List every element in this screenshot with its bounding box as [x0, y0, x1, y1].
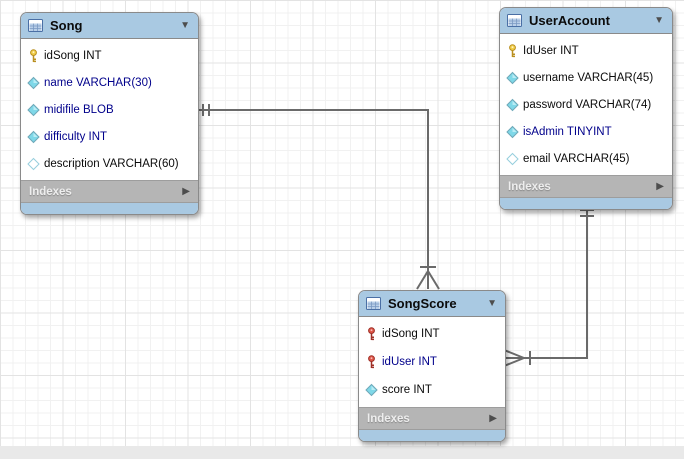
foreign-key-icon	[365, 327, 378, 341]
column-row[interactable]: idUser INT	[359, 348, 505, 376]
column-row[interactable]: IdUser INT	[500, 37, 672, 64]
notnull-diamond-icon	[506, 71, 519, 85]
table-icon	[28, 19, 43, 32]
table-title: UserAccount	[529, 13, 610, 28]
column-row[interactable]: password VARCHAR(74)	[500, 91, 672, 118]
column-row[interactable]: name VARCHAR(30)	[21, 69, 198, 96]
table-footer	[21, 202, 198, 214]
column-row[interactable]: idSong INT	[21, 42, 198, 69]
table-songscore-columns: idSong INT idUser INT score INT	[359, 317, 505, 407]
table-songscore[interactable]: SongScore ▼ idSong INT idUser INT score …	[358, 290, 506, 442]
indexes-bar[interactable]: Indexes ▶	[359, 407, 505, 429]
column-label: isAdmin TINYINT	[523, 125, 612, 138]
column-label: IdUser INT	[523, 44, 579, 57]
crow-foot-icon	[416, 270, 440, 290]
table-footer	[500, 197, 672, 209]
column-row[interactable]: username VARCHAR(45)	[500, 64, 672, 91]
table-song-header[interactable]: Song ▼	[21, 13, 198, 39]
column-label: name VARCHAR(30)	[44, 76, 152, 89]
expand-arrow-icon[interactable]: ▶	[656, 181, 664, 192]
table-title: Song	[50, 18, 83, 33]
table-songscore-header[interactable]: SongScore ▼	[359, 291, 505, 317]
notnull-diamond-icon	[27, 76, 40, 90]
column-row[interactable]: score INT	[359, 376, 505, 404]
expand-arrow-icon[interactable]: ▶	[489, 413, 497, 424]
table-useraccount-columns: IdUser INT username VARCHAR(45) password…	[500, 34, 672, 175]
column-row[interactable]: idSong INT	[359, 320, 505, 348]
nullable-diamond-icon	[506, 152, 519, 166]
collapse-arrow-icon[interactable]: ▼	[487, 298, 497, 309]
column-label: score INT	[382, 384, 432, 396]
indexes-label: Indexes	[367, 412, 410, 425]
column-label: idSong INT	[44, 49, 102, 62]
column-label: difficulty INT	[44, 130, 108, 143]
column-row[interactable]: description VARCHAR(60)	[21, 150, 198, 177]
collapse-arrow-icon[interactable]: ▼	[654, 15, 664, 26]
collapse-arrow-icon[interactable]: ▼	[180, 20, 190, 31]
table-useraccount-header[interactable]: UserAccount ▼	[500, 8, 672, 34]
indexes-label: Indexes	[508, 180, 551, 193]
notnull-diamond-icon	[506, 125, 519, 139]
relationship-song-songscore[interactable]	[197, 104, 440, 290]
table-icon	[366, 297, 381, 310]
column-row[interactable]: email VARCHAR(45)	[500, 145, 672, 172]
primary-key-icon	[27, 48, 40, 63]
notnull-diamond-icon	[27, 103, 40, 117]
primary-key-icon	[506, 43, 519, 58]
notnull-diamond-icon	[506, 98, 519, 112]
table-song-columns: idSong INT name VARCHAR(30) midifile BLO…	[21, 39, 198, 180]
column-row[interactable]: isAdmin TINYINT	[500, 118, 672, 145]
canvas-edge-strip	[0, 446, 684, 459]
column-label: idSong INT	[382, 328, 440, 340]
crow-foot-icon	[503, 349, 525, 367]
column-label: password VARCHAR(74)	[523, 98, 652, 111]
foreign-key-icon	[365, 355, 378, 369]
column-row[interactable]: difficulty INT	[21, 123, 198, 150]
table-song[interactable]: Song ▼ idSong INT name VARCHAR(30) midif…	[20, 12, 199, 215]
expand-arrow-icon[interactable]: ▶	[182, 186, 190, 197]
nullable-diamond-icon	[27, 157, 40, 171]
table-useraccount[interactable]: UserAccount ▼ IdUser INT username VARCHA…	[499, 7, 673, 210]
indexes-bar[interactable]: Indexes ▶	[21, 180, 198, 202]
indexes-label: Indexes	[29, 185, 72, 198]
column-label: email VARCHAR(45)	[523, 152, 630, 165]
table-icon	[507, 14, 522, 27]
column-label: midifile BLOB	[44, 103, 114, 116]
notnull-diamond-icon	[365, 383, 378, 397]
table-title: SongScore	[388, 296, 457, 311]
column-label: description VARCHAR(60)	[44, 157, 179, 170]
indexes-bar[interactable]: Indexes ▶	[500, 175, 672, 197]
table-footer	[359, 429, 505, 441]
column-label: idUser INT	[382, 356, 437, 368]
column-label: username VARCHAR(45)	[523, 71, 654, 84]
notnull-diamond-icon	[27, 130, 40, 144]
column-row[interactable]: midifile BLOB	[21, 96, 198, 123]
relationship-useraccount-songscore[interactable]	[503, 202, 594, 367]
